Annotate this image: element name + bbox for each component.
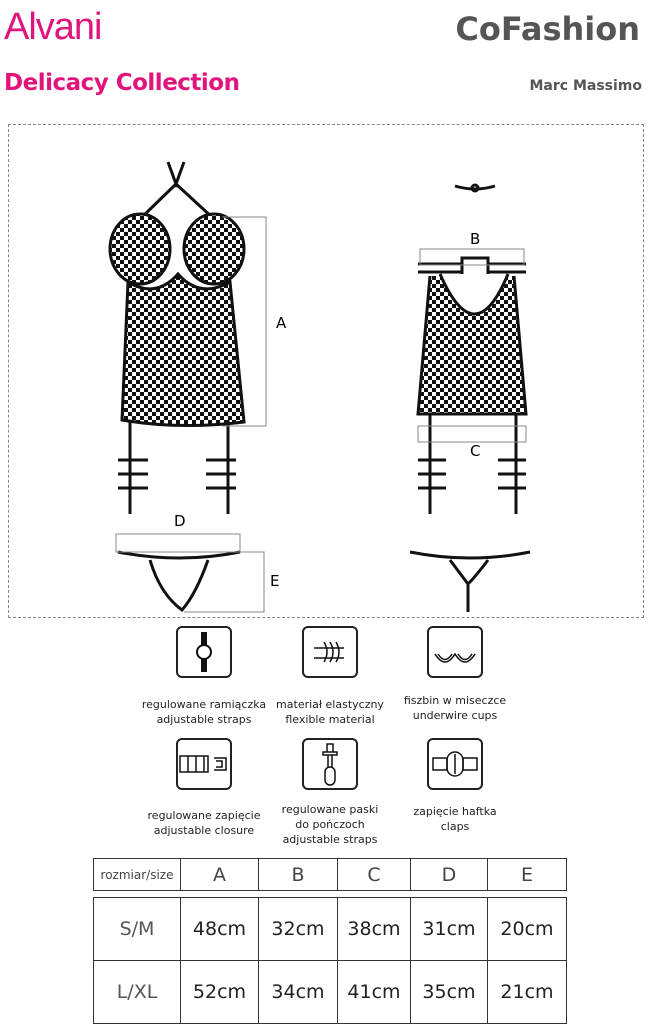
feature-label-pl: fiszbin w miseczce bbox=[403, 694, 507, 707]
value-cell: 31cm bbox=[410, 897, 488, 961]
feature-label-pl: regulowane zapięcie bbox=[147, 809, 261, 822]
header-cell: D bbox=[410, 858, 488, 891]
company-logo: CoFashion bbox=[455, 10, 640, 48]
header-cell: A bbox=[180, 858, 259, 891]
table-spacer bbox=[93, 890, 567, 898]
collection-name: Delicacy Collection bbox=[4, 70, 240, 96]
size-table: rozmiar/size A B C D E S/M 48cm 32cm 38c… bbox=[93, 858, 567, 1024]
brand-name: Alvani bbox=[4, 6, 102, 48]
feature-label-pl: regulowane ramiączka bbox=[141, 698, 267, 711]
hook-clasp-icon bbox=[427, 738, 483, 790]
back-babydoll-drawing bbox=[416, 183, 528, 514]
header-cell: rozmiar/size bbox=[93, 858, 181, 891]
feature-label-en: adjustable straps bbox=[156, 713, 252, 726]
feature-label-en: adjustable straps bbox=[282, 833, 378, 846]
feature-label-en: claps bbox=[440, 820, 470, 833]
table-row: L/XL 52cm 34cm 41cm 35cm 21cm bbox=[93, 960, 567, 1024]
feature-caption-garter-straps: regulowane paski do pończoch adjustable st… bbox=[245, 802, 415, 847]
table-row: S/M 48cm 32cm 38cm 31cm 20cm bbox=[93, 897, 567, 961]
value-cell: 34cm bbox=[258, 960, 338, 1024]
garter-strap-icon bbox=[302, 738, 358, 790]
dimension-label-c: C bbox=[470, 442, 480, 460]
size-cell: S/M bbox=[93, 897, 181, 961]
value-cell: 41cm bbox=[337, 960, 411, 1024]
value-cell: 32cm bbox=[258, 897, 338, 961]
back-thong-drawing bbox=[409, 550, 531, 612]
feature-label-pl: do pończoch bbox=[295, 818, 365, 831]
feature-caption-adjustable-straps: regulowane ramiączka adjustable straps bbox=[119, 697, 289, 727]
front-babydoll-drawing bbox=[108, 161, 246, 514]
technical-drawing-area bbox=[8, 124, 644, 618]
feature-label-pl: materiał elastyczny bbox=[276, 698, 384, 711]
adjustable-closure-icon bbox=[176, 738, 232, 790]
value-cell: 52cm bbox=[180, 960, 259, 1024]
feature-label-pl: regulowane paski bbox=[281, 803, 379, 816]
dimension-label-b: B bbox=[470, 230, 480, 248]
feature-caption-flexible-material: materiał elastyczny flexible material bbox=[245, 697, 415, 727]
garment-drawings: A B C D E bbox=[108, 161, 531, 613]
underwire-cups-icon bbox=[427, 626, 483, 678]
dimension-label-e: E bbox=[270, 572, 279, 590]
feature-label-en: adjustable closure bbox=[153, 824, 255, 837]
feature-caption-underwire-cups: fiszbin w miseczce underwire cups bbox=[370, 693, 540, 723]
front-thong-drawing bbox=[117, 550, 241, 613]
value-cell: 38cm bbox=[337, 897, 411, 961]
feature-caption-clasp: zapięcie haftka claps bbox=[370, 804, 540, 834]
feature-label-pl: zapięcie haftka bbox=[413, 805, 497, 818]
header-cell: C bbox=[337, 858, 411, 891]
size-table-header: rozmiar/size A B C D E bbox=[93, 858, 567, 891]
size-cell: L/XL bbox=[93, 960, 181, 1024]
value-cell: 21cm bbox=[487, 960, 567, 1024]
feature-caption-adjustable-closure: regulowane zapięcie adjustable closure bbox=[119, 808, 289, 838]
elastic-material-icon bbox=[302, 626, 358, 678]
adjustable-strap-icon bbox=[176, 626, 232, 678]
designer-name: Marc Massimo bbox=[529, 78, 642, 94]
dimension-label-a: A bbox=[276, 314, 287, 332]
feature-label-en: flexible material bbox=[285, 713, 375, 726]
header-cell: E bbox=[487, 858, 567, 891]
header-cell: B bbox=[258, 858, 338, 891]
value-cell: 20cm bbox=[487, 897, 567, 961]
feature-label-en: underwire cups bbox=[412, 709, 498, 722]
dimension-label-d: D bbox=[174, 512, 186, 530]
value-cell: 35cm bbox=[410, 960, 488, 1024]
value-cell: 48cm bbox=[180, 897, 259, 961]
